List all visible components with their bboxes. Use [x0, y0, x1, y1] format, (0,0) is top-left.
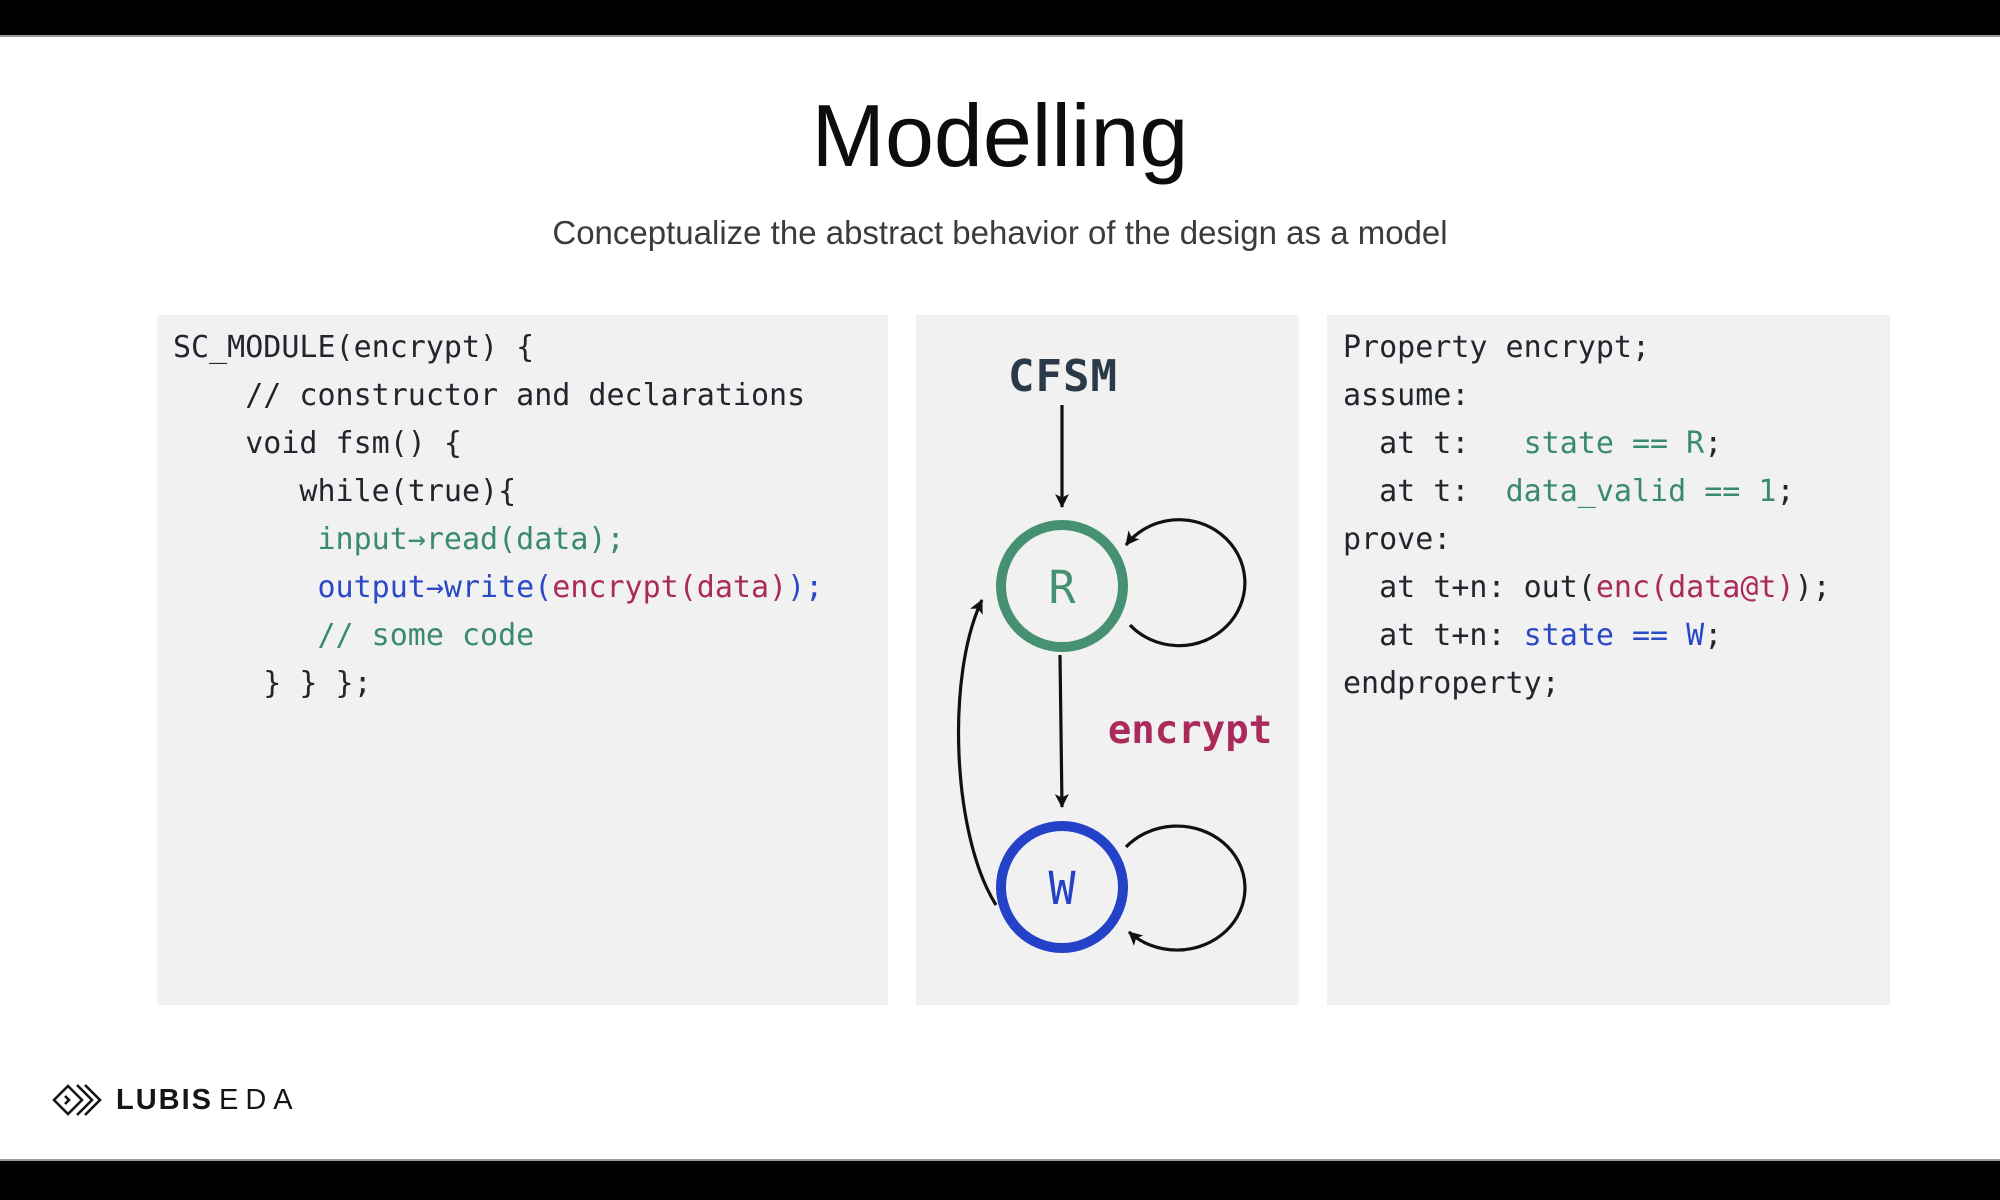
logo-chevron-1 [76, 1084, 94, 1116]
code-line: Property encrypt; [1343, 330, 1651, 365]
logo-text-eda: EDA [219, 1083, 300, 1116]
code-line: } } }; [173, 666, 372, 701]
cfsm-diagram-panel: CFSM R W encrypt [916, 315, 1299, 1005]
transition-label-encrypt: encrypt [1108, 708, 1272, 753]
page-title: Modelling [811, 86, 1189, 185]
cfsm-state-diagram: CFSM R W encrypt [956, 351, 1272, 953]
code-line: SC_MODULE(encrypt) { [173, 330, 535, 365]
top-black-bar [0, 0, 2000, 37]
state-w-self-loop-arrow [1124, 824, 1247, 952]
systemc-code-panel: SC_MODULE(encrypt) { // constructor and … [157, 315, 888, 1005]
systemc-code: SC_MODULE(encrypt) { // constructor and … [157, 315, 888, 708]
state-r-circle [996, 520, 1128, 652]
logo-chevron-2 [84, 1084, 102, 1116]
code-line: endproperty; [1343, 666, 1560, 701]
lubis-eda-logo-icon [52, 1084, 102, 1116]
code-line: at t: state == R; [1343, 426, 1723, 461]
code-line: while(true){ [173, 474, 517, 509]
subtitle: Conceptualize the abstract behavior of t… [552, 214, 1448, 251]
bottom-black-bar [0, 1159, 2000, 1200]
property-code: Property encrypt; assume: at t: state == … [1327, 315, 1890, 708]
code-line: input→read(data); [173, 522, 625, 557]
code-line: output→write(encrypt(data)); [173, 570, 824, 605]
state-w-circle [996, 821, 1128, 953]
logo-text-lubis: LUBIS [116, 1083, 213, 1116]
code-line: at t+n: out(enc(data@t)); [1343, 570, 1831, 605]
w-to-r-return-arrow [956, 599, 998, 906]
code-line: // some code [173, 618, 535, 653]
code-line: // constructor and declarations [173, 378, 806, 413]
r-to-w-transition-arrow [1054, 654, 1069, 808]
code-line: at t+n: state == W; [1343, 618, 1723, 653]
logo-inner-chevron [64, 1095, 71, 1105]
state-w-label: W [1048, 862, 1076, 915]
code-line: at t: data_valid == 1; [1343, 474, 1795, 509]
logo-diamond [52, 1084, 84, 1116]
code-line: assume: [1343, 378, 1470, 413]
diagram-title: CFSM [1008, 351, 1118, 402]
property-code-panel: Property encrypt; assume: at t: state == … [1327, 315, 1890, 1005]
code-line: prove: [1343, 522, 1452, 557]
code-line: void fsm() { [173, 426, 462, 461]
state-r-self-loop-arrow [1124, 518, 1247, 648]
state-r-label: R [1048, 561, 1076, 614]
